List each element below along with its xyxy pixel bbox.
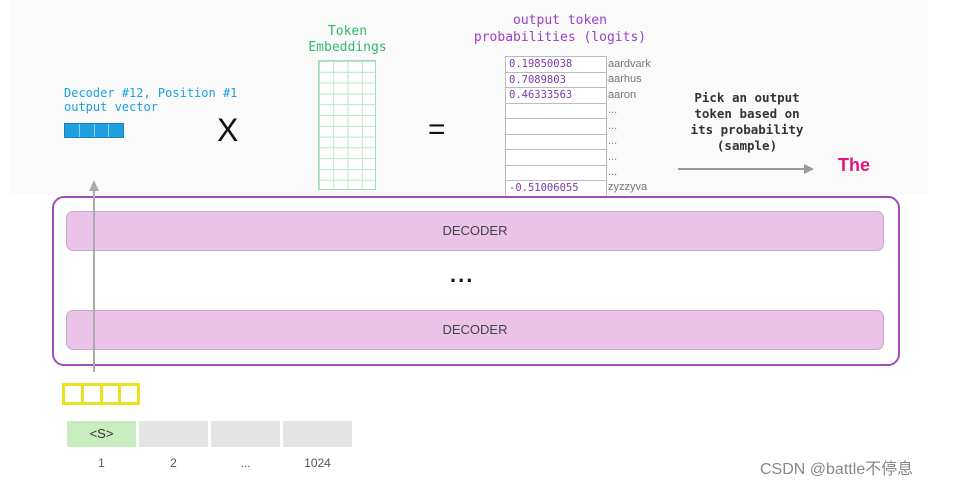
logit-value: 0.7089803 [506, 73, 606, 88]
logit-value: -0.51006055 [509, 182, 579, 194]
position-number: 2 [170, 456, 177, 470]
output-projection-panel [10, 0, 928, 195]
logits-title: output token probabilities (logits) [473, 13, 647, 45]
logit-value: 0.46333563 [506, 88, 606, 104]
embeddings-title: Token Embeddings [308, 24, 387, 55]
position-number: ... [240, 456, 251, 470]
watermark: CSDN @battle不停息 [760, 461, 914, 478]
logit-value: 0.19850038 [506, 57, 606, 73]
position-cell-start-token: <S> [67, 421, 136, 447]
sampling-description: Pick an output token based on its probab… [690, 90, 804, 153]
position-cell [283, 421, 352, 447]
decoder-block-top: DECODER [66, 211, 884, 251]
logit-token: aaron [608, 89, 637, 101]
logit-token: zyzzyva [608, 181, 648, 193]
token-embeddings-matrix [318, 60, 376, 190]
logit-token: aarhus [608, 73, 642, 85]
logit-value [506, 166, 606, 181]
decoder-ellipsis: ... [450, 262, 475, 287]
logit-token: ... [608, 104, 618, 116]
output-vector-label: Decoder #12, Position #1 output vector [64, 86, 238, 114]
position-number: 1 [98, 456, 105, 470]
output-token: The [838, 155, 871, 175]
logit-token: ... [608, 135, 618, 147]
logit-token: ... [608, 166, 618, 178]
vertical-flow-arrow-head [89, 180, 99, 191]
output-vector [64, 123, 124, 138]
equals-symbol: = [428, 113, 446, 146]
decoder-block-bottom: DECODER [66, 310, 884, 350]
logit-token: aardvark [608, 58, 651, 70]
sample-arrow-head [804, 164, 814, 174]
logits-table: 0.19850038 0.7089803 0.46333563 -0.51006… [505, 56, 607, 198]
input-vector [62, 383, 140, 405]
position-cell [139, 421, 208, 447]
logit-value [506, 135, 606, 150]
position-number: 1024 [304, 456, 331, 470]
logit-value [506, 119, 606, 135]
multiply-symbol: X [217, 112, 239, 148]
position-cell [211, 421, 280, 447]
logit-token: ... [608, 120, 618, 132]
logit-value [506, 150, 606, 166]
logit-value [506, 104, 606, 119]
logit-token: ... [608, 151, 618, 163]
